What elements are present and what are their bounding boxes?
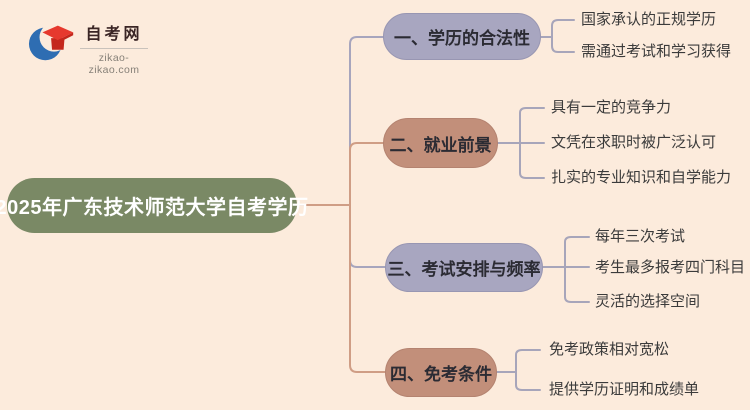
edge-root-to-branch2 [349,142,384,206]
leaf-item: 需通过考试和学习获得 [581,43,732,60]
leaf-item: 文凭在求职时被广泛认可 [551,134,717,151]
leaf-item: 具有一定的竞争力 [551,99,672,116]
edge-root-to-branch4 [349,204,386,373]
branch-node-3: 三、考试安排与频率 [385,243,543,292]
logo-text-block: 自考网 zikao-zikao.com [80,20,148,76]
leaf-item: 国家承认的正规学历 [581,11,717,28]
leaf-item: 提供学历证明和成绩单 [549,381,700,398]
leaf-item: 每年三次考试 [595,228,686,245]
graduation-cap-icon [28,22,74,61]
leaf-item: 免考政策相对宽松 [549,341,670,358]
leaf-brackets [496,19,590,391]
edge-root-to-branch1 [349,36,384,206]
site-name: 自考网 [80,20,148,49]
branch-node-4: 四、免考条件 [385,348,497,397]
branch-node-1: 一、学历的合法性 [383,13,541,60]
leaf-item: 灵活的选择空间 [595,293,701,310]
leaf-item: 考生最多报考四门科目 [595,259,746,276]
branch-node-2: 二、就业前景 [383,118,498,168]
root-node: 2025年广东技术师范大学自考学历 [0,178,308,233]
edge-root-to-branch3 [349,204,386,268]
site-url: zikao-zikao.com [88,52,140,76]
leaf-item: 扎实的专业知识和自学能力 [551,169,732,186]
